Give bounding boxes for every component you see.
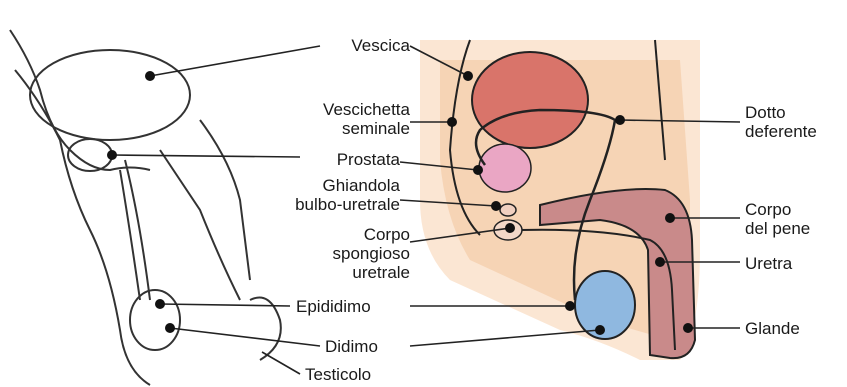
label-prostata: Prostata	[300, 150, 400, 169]
label-dotto-line2: deferente	[745, 122, 845, 141]
label-corpo-spongioso: Corpo spongioso uretrale	[280, 225, 410, 282]
label-vescica-text: Vescica	[300, 36, 410, 55]
label-corpo-spongioso-line1: Corpo	[280, 225, 410, 244]
label-corpo-del-pene: Corpo del pene	[745, 200, 845, 238]
label-testicolo: Testicolo	[305, 365, 425, 384]
label-ghiandola-line2: bulbo-uretrale	[240, 195, 400, 214]
prostate-shape	[479, 144, 531, 192]
label-epididimo-text: Epididimo	[296, 297, 416, 316]
label-didimo-text: Didimo	[325, 337, 415, 356]
label-prostata-text: Prostata	[300, 150, 400, 169]
label-glande-text: Glande	[745, 319, 845, 338]
bulbourethral-shape	[500, 204, 516, 216]
label-dotto-line1: Dotto	[745, 103, 845, 122]
label-corpo-spongioso-line2: spongioso	[280, 244, 410, 263]
label-epididimo: Epididimo	[296, 297, 416, 316]
label-vescichetta-line2: seminale	[270, 119, 410, 138]
label-ghiandola-line1: Ghiandola	[240, 176, 400, 195]
label-uretra: Uretra	[745, 254, 845, 273]
label-vescichetta-seminale: Vescichetta seminale	[270, 100, 410, 138]
label-ghiandola-bulbo-uretrale: Ghiandola bulbo-uretrale	[240, 176, 400, 214]
label-dotto-deferente: Dotto deferente	[745, 103, 845, 141]
label-corpo-pene-line2: del pene	[745, 219, 845, 238]
label-corpo-pene-line1: Corpo	[745, 200, 845, 219]
testicle-shape	[575, 271, 635, 339]
label-vescica: Vescica	[300, 36, 410, 55]
sectional-view	[420, 40, 700, 360]
label-testicolo-text: Testicolo	[305, 365, 425, 384]
label-corpo-spongioso-line3: uretrale	[280, 263, 410, 282]
label-vescichetta-line1: Vescichetta	[270, 100, 410, 119]
label-glande: Glande	[745, 319, 845, 338]
bladder-shape	[472, 52, 588, 148]
label-didimo: Didimo	[325, 337, 415, 356]
label-uretra-text: Uretra	[745, 254, 845, 273]
